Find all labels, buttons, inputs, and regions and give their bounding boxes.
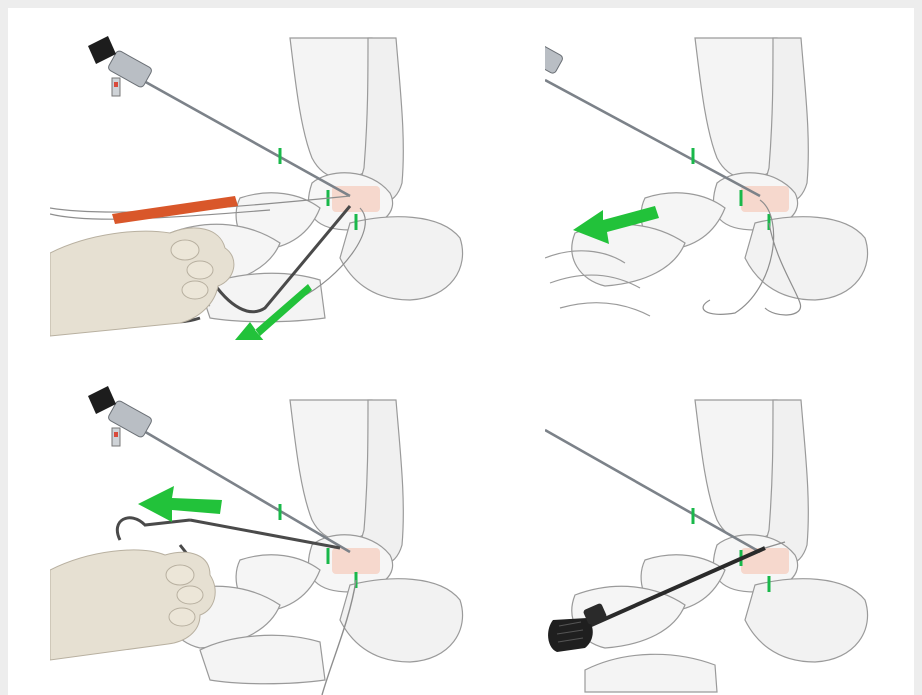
panel-step-3 — [50, 380, 486, 695]
cartilage-defect — [332, 548, 380, 574]
arrow-left — [138, 486, 222, 522]
arthroscope-head — [545, 40, 564, 75]
gloved-hand — [50, 228, 234, 336]
step-3-illustration — [50, 380, 486, 695]
knot-pusher-handle — [548, 618, 593, 652]
panel-step-2 — [545, 18, 905, 340]
cartilage-defect — [741, 548, 789, 574]
step-4-illustration — [545, 380, 905, 695]
panel-step-4 — [545, 380, 905, 695]
illustration-sheet — [8, 8, 914, 695]
ankle-bones — [545, 38, 868, 316]
ankle-bones — [572, 400, 868, 692]
step-2-illustration — [545, 18, 905, 340]
panel-step-1 — [50, 18, 486, 340]
orange-cannula — [112, 196, 238, 224]
step-1-illustration — [50, 18, 486, 340]
